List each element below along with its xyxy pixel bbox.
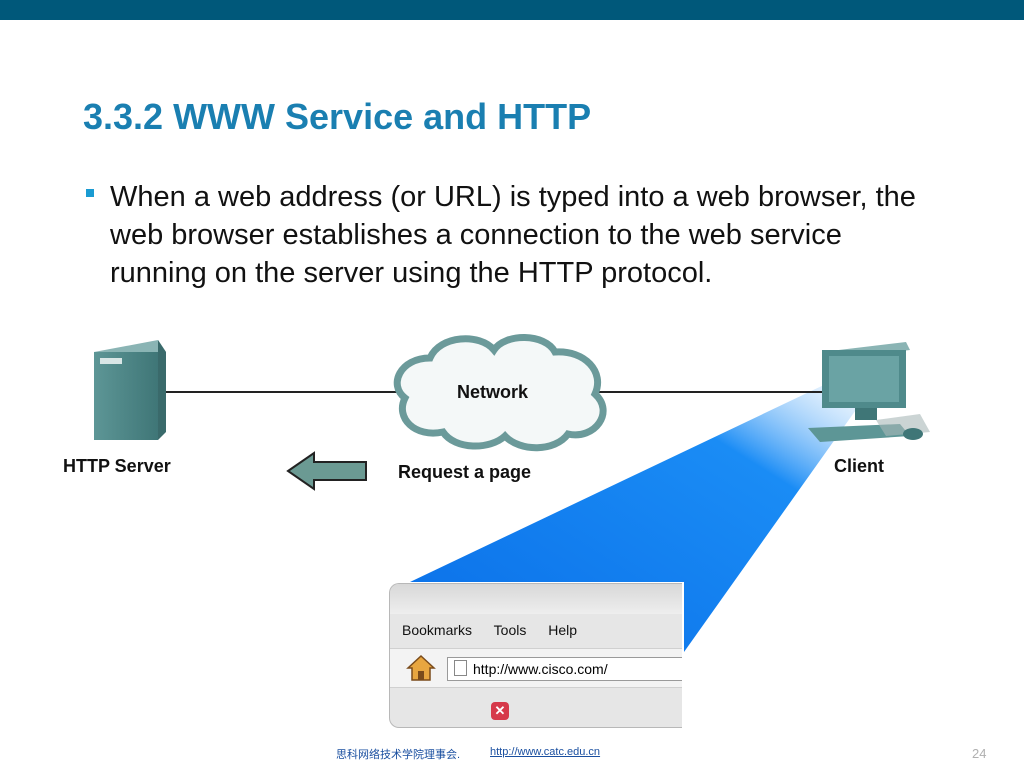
home-icon[interactable] [406,654,436,682]
menu-item-tools[interactable]: Tools [493,622,527,638]
page-icon [454,660,467,676]
address-toolbar: http://www.cisco.com/ [390,648,682,688]
page-number: 24 [972,746,987,761]
server-label: HTTP Server [63,456,171,476]
projection-beam [410,363,870,652]
request-arrow-icon [286,451,367,491]
footer-link[interactable]: http://www.catc.edu.cn [490,746,601,758]
bullet-square-icon [86,189,94,197]
address-url: http://www.cisco.com/ [473,661,608,677]
top-banner [0,0,1024,20]
stop-icon[interactable]: ✕ [491,702,509,720]
browser-menu-bar: Bookmarks Tools Help [402,622,595,638]
menu-item-help[interactable]: Help [548,622,578,638]
bullet-item: When a web address (or URL) is typed int… [86,178,946,292]
footer-org: 思科网络技术学院理事会. [336,749,461,761]
bullet-text: When a web address (or URL) is typed int… [110,181,916,289]
network-label: Network [457,382,529,402]
browser-titlebar [390,584,682,614]
menu-item-bookmarks[interactable]: Bookmarks [402,622,473,638]
client-label: Client [834,456,885,476]
server-icon [94,340,166,440]
address-bar[interactable]: http://www.cisco.com/ [447,657,682,681]
request-label: Request a page [398,462,532,482]
slide-title: 3.3.2 WWW Service and HTTP [83,96,592,137]
browser-window: Bookmarks Tools Help http://www.cisco.co… [389,583,682,728]
client-computer-icon [808,342,930,442]
network-cloud-icon [393,334,607,452]
